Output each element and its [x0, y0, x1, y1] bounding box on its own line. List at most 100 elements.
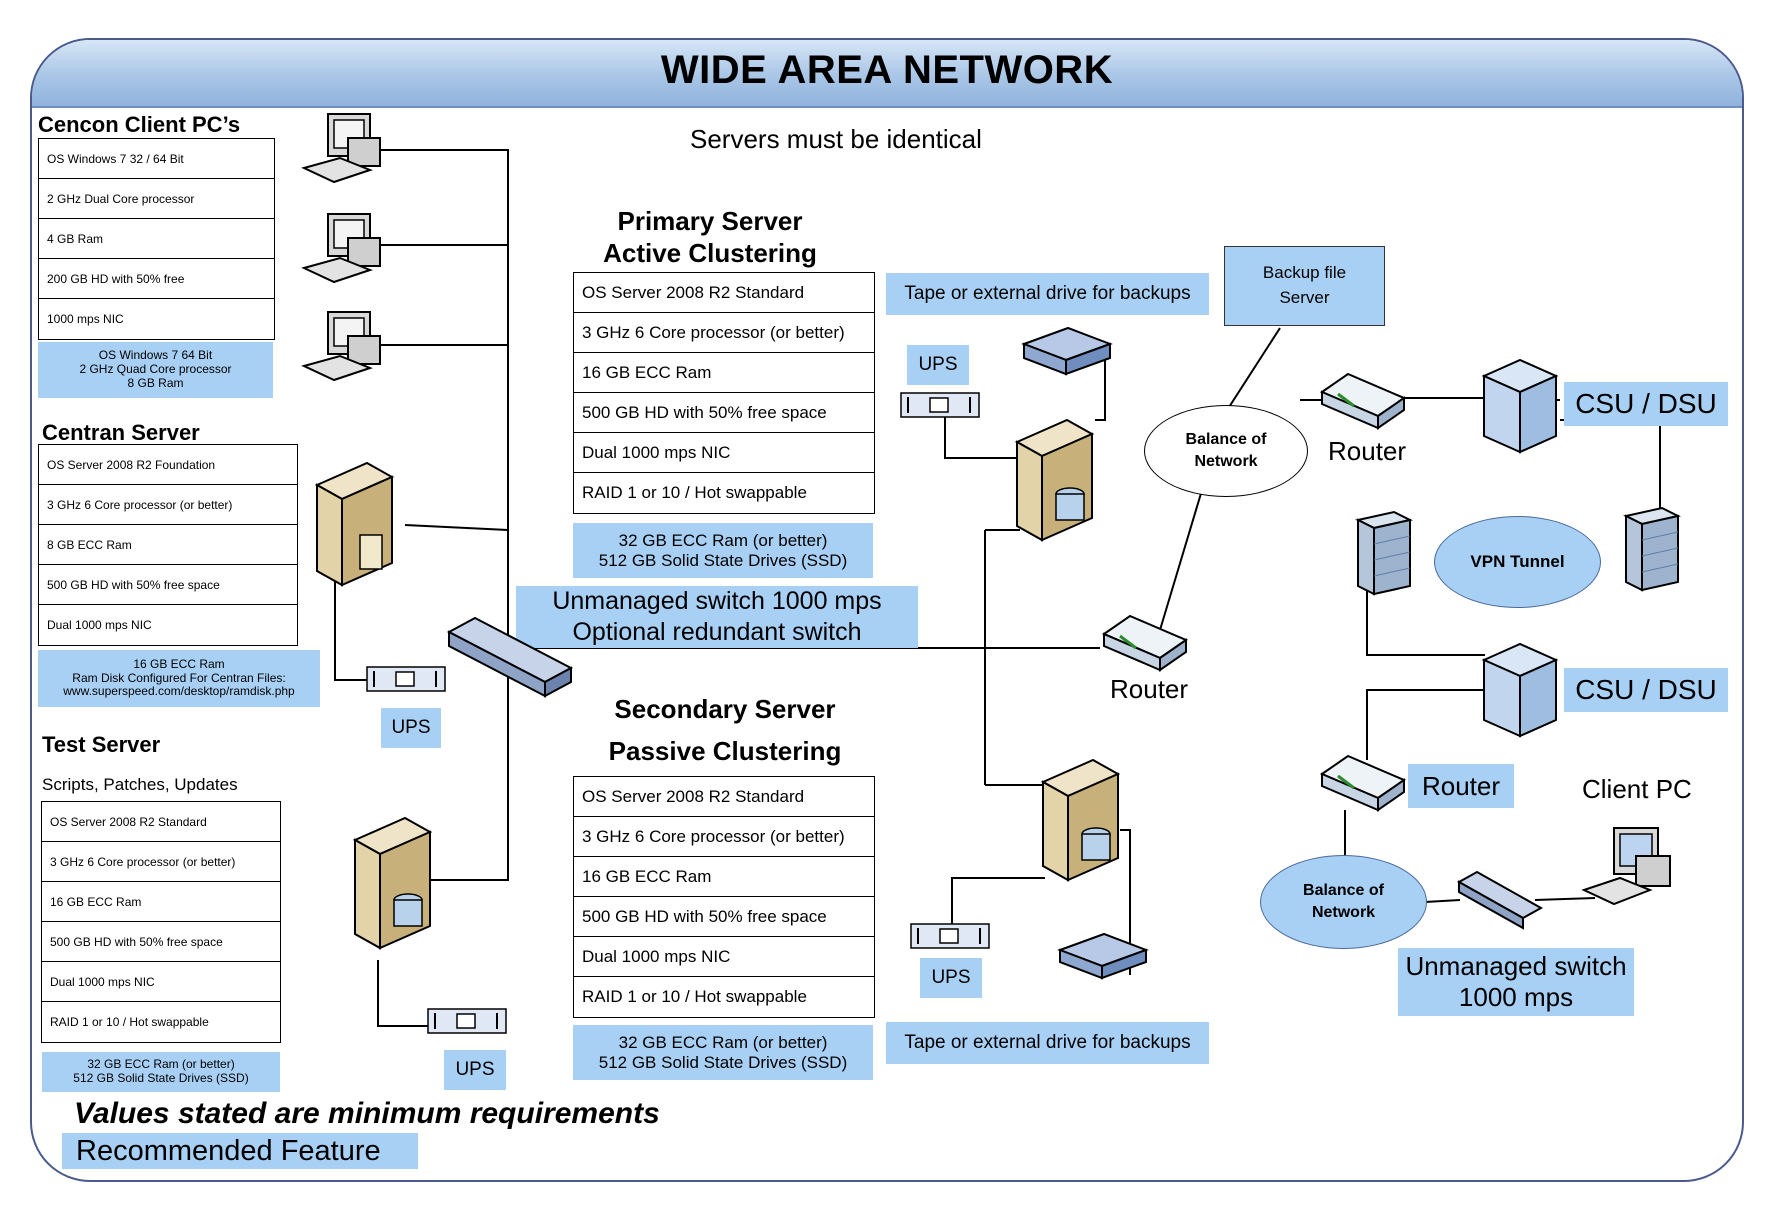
secondary-server-heading: Secondary Server	[614, 694, 836, 724]
spec-row: 4 GB Ram	[39, 219, 274, 259]
server-tower-icon	[1014, 418, 1095, 542]
spec-row: 3 GHz 6 Core processor (or better)	[39, 485, 297, 525]
router-icon	[1101, 614, 1189, 672]
recommended-line: 8 GB Ram	[127, 375, 184, 390]
spec-row: Dual 1000 mps NIC	[42, 962, 280, 1002]
server-tower-icon	[352, 816, 433, 950]
oval-line: Balance of	[1185, 431, 1267, 449]
firewall-icon	[1623, 506, 1681, 592]
ups-label-secondary: UPS	[920, 958, 982, 998]
ups-label-primary: UPS	[907, 345, 969, 385]
spec-row: Dual 1000 mps NIC	[574, 433, 874, 473]
spec-row: 3 GHz 6 Core processor (or better)	[574, 817, 874, 857]
oval-line: Balance of	[1303, 882, 1384, 900]
tape-backup-label-top: Tape or external drive for backups	[886, 273, 1209, 315]
spec-row: OS Server 2008 R2 Standard	[42, 802, 280, 842]
spec-row: 500 GB HD with 50% free space	[574, 897, 874, 937]
network-switch-icon	[446, 616, 574, 698]
footer-note: Values stated are minimum requirements	[74, 1097, 660, 1130]
csu-dsu-label-bottom: CSU / DSU	[1564, 668, 1728, 712]
remote-switch-label: Unmanaged switch 1000 mps	[1398, 948, 1634, 1016]
primary-server-recommended: 32 GB ECC Ram (or better) 512 GB Solid S…	[573, 523, 873, 578]
ups-label-centran: UPS	[381, 708, 441, 748]
spec-row: 2 GHz Dual Core processor	[39, 179, 274, 219]
test-server-heading: Test Server	[42, 732, 161, 757]
recommended-line: www.superspeed.com/desktop/ramdisk.php	[63, 684, 295, 699]
ups-device-icon	[900, 392, 980, 418]
primary-server-subheading: Active Clustering	[603, 238, 817, 268]
csu-dsu-label-top: CSU / DSU	[1564, 382, 1728, 426]
spec-row: OS Server 2008 R2 Standard	[574, 273, 874, 313]
recommended-line: OS Windows 7 64 Bit	[98, 348, 213, 363]
spec-row: 3 GHz 6 Core processor (or better)	[42, 842, 280, 882]
vpn-tunnel-label: VPN Tunnel	[1470, 551, 1565, 571]
spec-row: 8 GB ECC Ram	[39, 525, 297, 565]
centran-server-heading: Centran Server	[42, 420, 200, 445]
spec-row: 16 GB ECC Ram	[574, 353, 874, 393]
ups-device-icon	[366, 666, 446, 692]
router-icon	[1319, 372, 1407, 430]
tape-drive-icon	[1057, 932, 1149, 980]
secondary-server-spec-table: OS Server 2008 R2 Standard 3 GHz 6 Core …	[573, 776, 875, 1018]
tape-drive-icon	[1021, 326, 1113, 376]
client-pc-label: Client PC	[1582, 774, 1692, 804]
spec-row: 3 GHz 6 Core processor (or better)	[574, 313, 874, 353]
spec-row: RAID 1 or 10 / Hot swappable	[582, 483, 807, 502]
centran-server-spec-table: OS Server 2008 R2 Foundation 3 GHz 6 Cor…	[38, 444, 298, 646]
oval-line: Network	[1194, 453, 1258, 470]
spec-row: 16 GB ECC Ram	[42, 882, 280, 922]
recommended-line: 512 GB Solid State Drives (SSD)	[73, 1071, 249, 1085]
router-label-mid: Router	[1110, 674, 1189, 704]
client-pcs-recommended: OS Windows 7 64 Bit 2 GHz Quad Core proc…	[38, 342, 273, 398]
firewall-icon	[1355, 510, 1413, 596]
test-server-spec-table: OS Server 2008 R2 Standard 3 GHz 6 Core …	[41, 801, 281, 1043]
spec-row: 200 GB HD with 50% free	[39, 259, 274, 299]
router-label-remote: Router	[1408, 764, 1514, 808]
ups-label-test: UPS	[444, 1050, 506, 1090]
recommended-line: 2 GHz Quad Core processor	[79, 362, 232, 377]
server-tower-icon	[1040, 758, 1121, 882]
switch-label-line: Optional redundant switch	[572, 618, 862, 646]
spec-row: OS Server 2008 R2 Standard	[574, 777, 874, 817]
balance-of-network-oval: Balance of Network	[1144, 405, 1308, 497]
recommended-line: 32 GB ECC Ram (or better)	[87, 1057, 235, 1072]
backup-file-server-line: Backup file	[1262, 263, 1347, 283]
title-banner: WIDE AREA NETWORK	[32, 40, 1742, 108]
remote-switch-line: Unmanaged switch	[1405, 950, 1627, 981]
diagram-title: WIDE AREA NETWORK	[660, 48, 1114, 92]
test-server-recommended: 32 GB ECC Ram (or better) 512 GB Solid S…	[42, 1052, 280, 1092]
spec-row: 16 GB ECC Ram	[574, 857, 874, 897]
ups-device-icon	[910, 923, 990, 949]
recommended-line: 32 GB ECC Ram (or better)	[618, 530, 828, 550]
centran-server-recommended: 16 GB ECC Ram Ram Disk Configured For Ce…	[38, 650, 320, 707]
spec-row: RAID 1 or 10 / Hot swappable	[582, 987, 807, 1006]
client-pc-icon	[301, 113, 381, 184]
recommended-line: 32 GB ECC Ram (or better)	[618, 1032, 828, 1052]
test-server-subheading: Scripts, Patches, Updates	[42, 775, 238, 794]
csu-dsu-icon	[1481, 358, 1559, 454]
switch-label-line: Unmanaged switch 1000 mps	[552, 586, 882, 615]
ups-device-icon	[427, 1008, 507, 1034]
recommended-line: 512 GB Solid State Drives (SSD)	[598, 1052, 848, 1072]
spec-row: OS Server 2008 R2 Foundation	[39, 445, 297, 485]
legend-recommended: Recommended Feature	[62, 1133, 418, 1169]
recommended-line: 16 GB ECC Ram	[133, 656, 225, 671]
spec-row: 1000 mps NIC	[47, 312, 124, 326]
client-pcs-spec-table: OS Windows 7 32 / 64 Bit 2 GHz Dual Core…	[38, 138, 275, 340]
spec-row: 500 GB HD with 50% free space	[39, 565, 297, 605]
client-pc-icon	[301, 311, 381, 382]
router-icon	[1319, 754, 1407, 812]
csu-dsu-icon	[1481, 642, 1559, 738]
servers-identical-note: Servers must be identical	[690, 124, 982, 154]
remote-switch-line: 1000 mps	[1458, 982, 1574, 1012]
spec-row: 500 GB HD with 50% free space	[42, 922, 280, 962]
vpn-tunnel-oval: VPN Tunnel	[1434, 516, 1601, 608]
diagram-frame: WIDE AREA NETWORK	[30, 38, 1744, 1182]
spec-row: 500 GB HD with 50% free space	[574, 393, 874, 433]
router-label-top: Router	[1328, 436, 1407, 466]
client-pc-icon	[1581, 827, 1671, 906]
spec-row: Dual 1000 mps NIC	[574, 937, 874, 977]
client-pc-icon	[301, 213, 381, 284]
